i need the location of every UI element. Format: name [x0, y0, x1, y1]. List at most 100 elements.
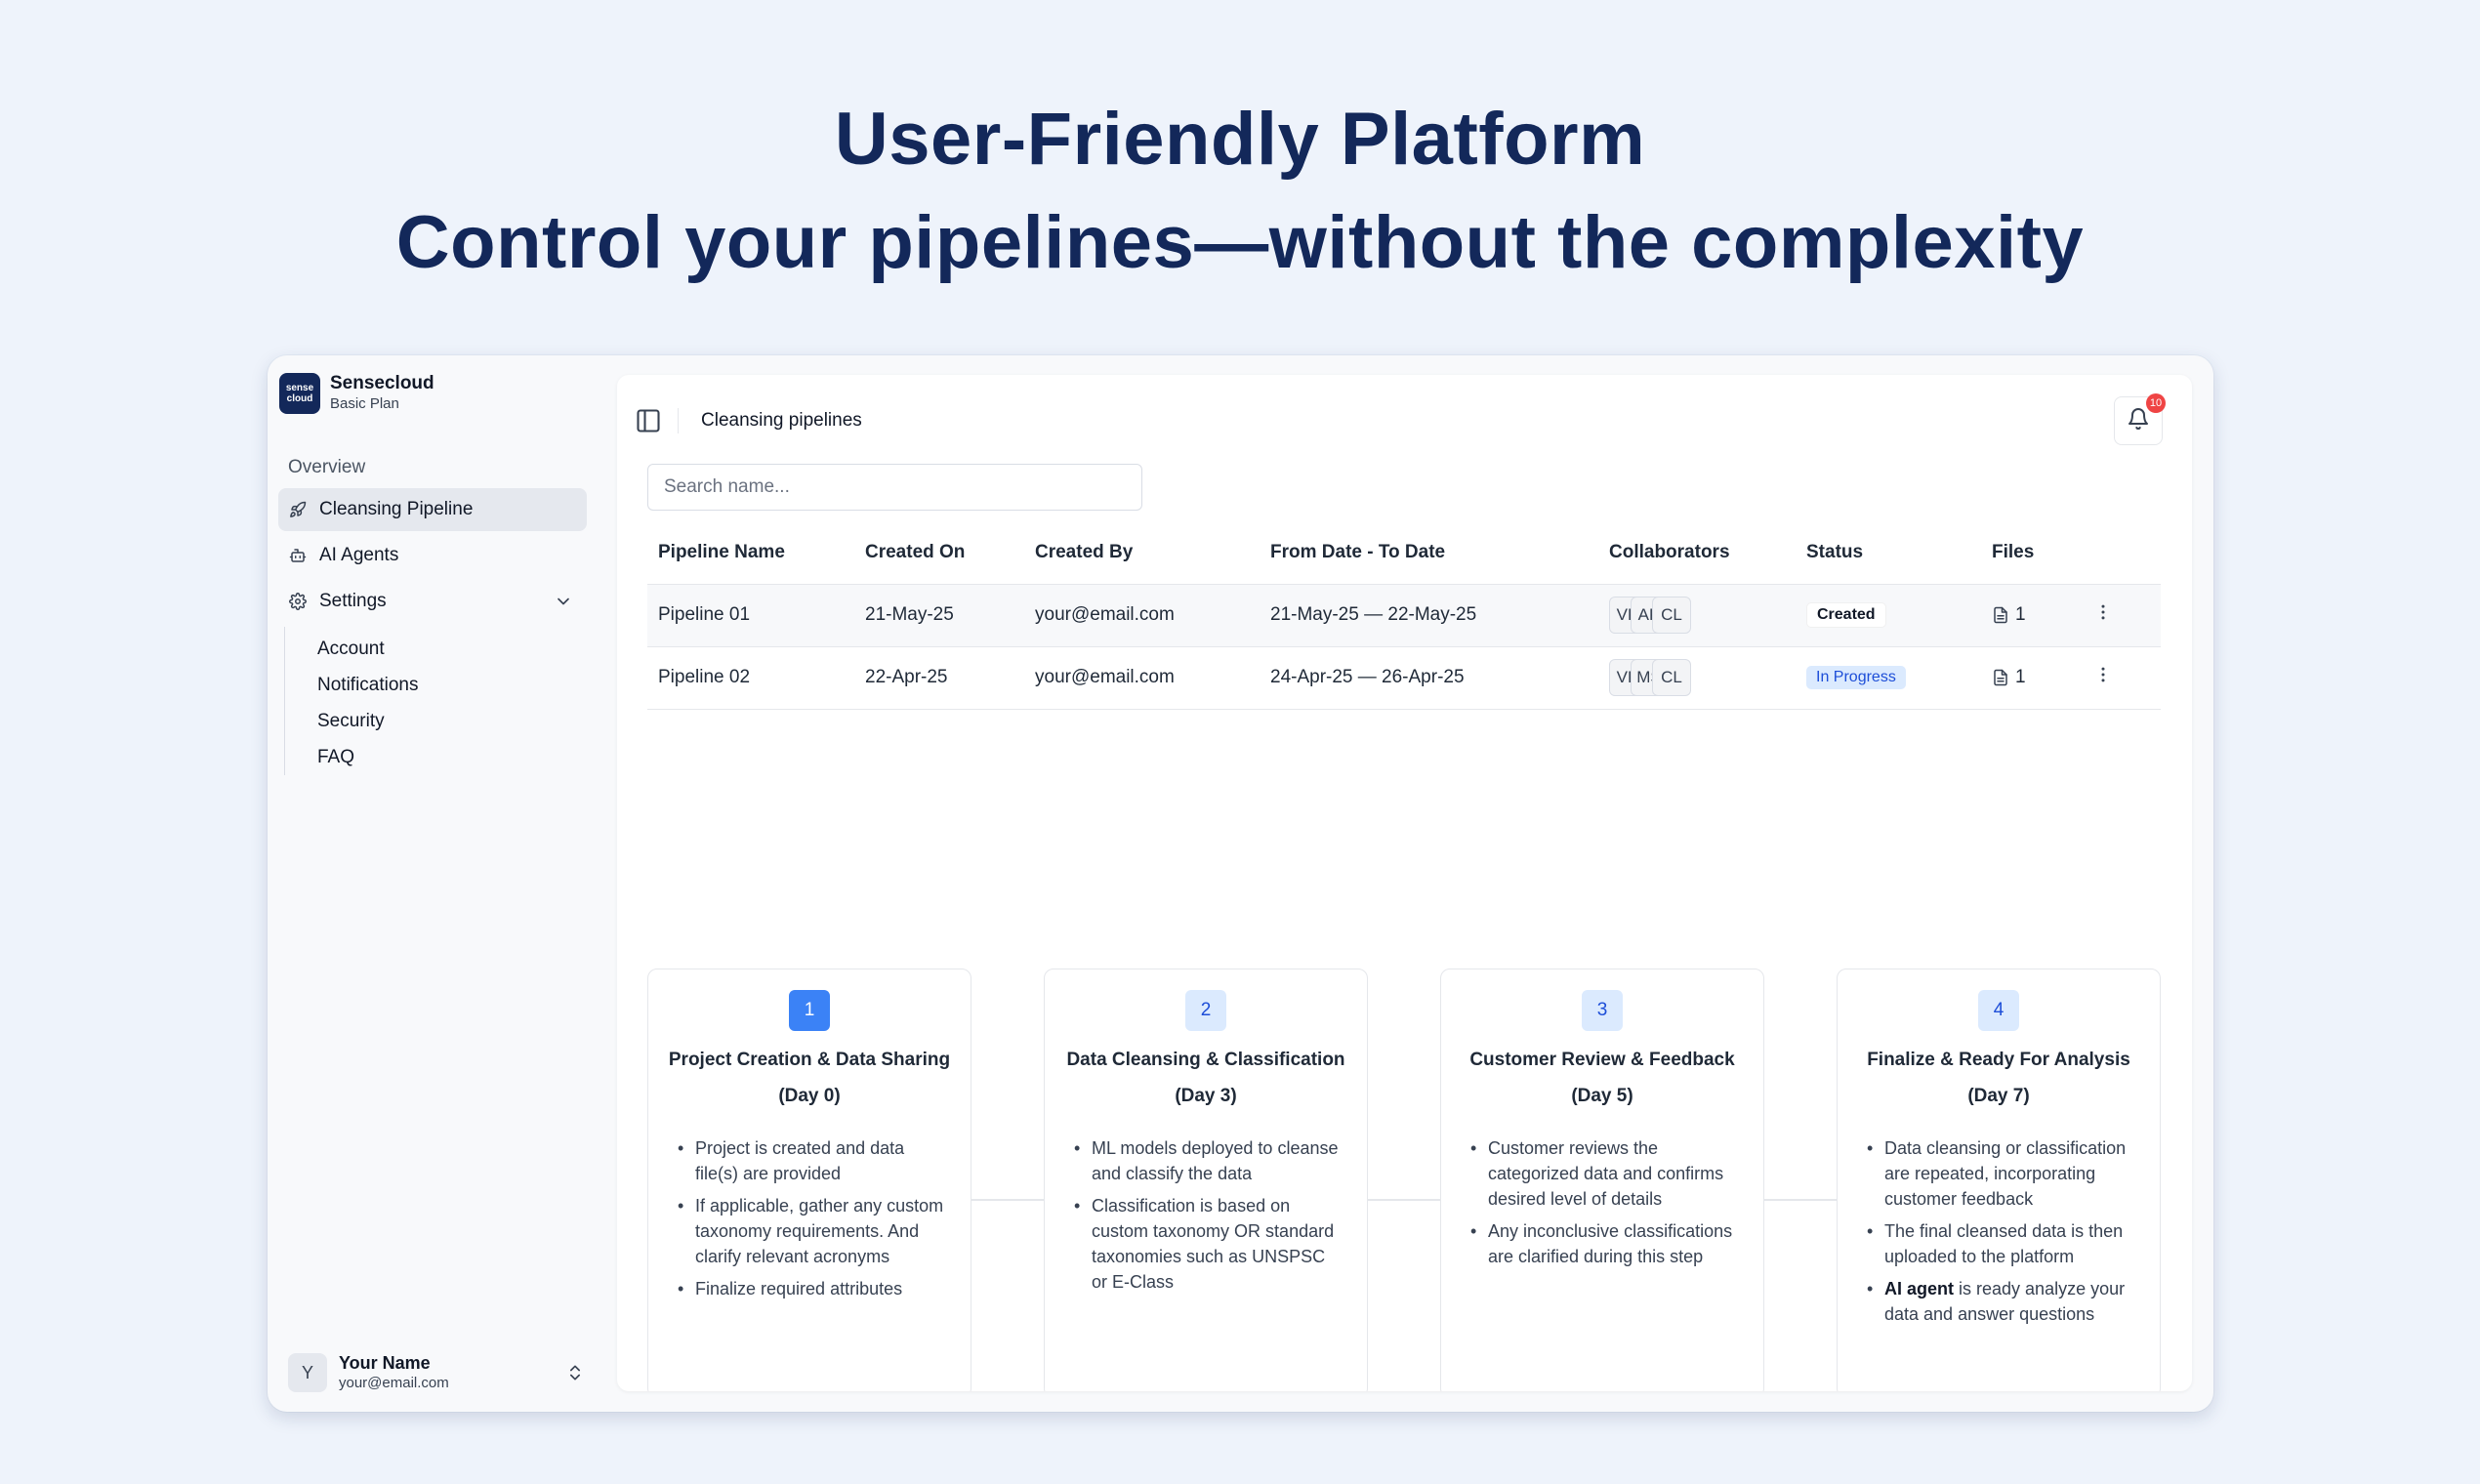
sidebar-toggle-icon[interactable] [635, 407, 662, 434]
search-input[interactable] [647, 464, 1142, 511]
user-name: Your Name [339, 1353, 431, 1373]
cell-created-by: your@email.com [1024, 584, 1260, 647]
breadcrumb: Cleansing pipelines [701, 410, 862, 431]
step-day: (Day 7) [1967, 1086, 2030, 1106]
user-menu[interactable]: Y Your Name your@email.com [288, 1349, 591, 1396]
cell-actions [2083, 584, 2161, 647]
step-bullets: Data cleansing or classification are rep… [1867, 1135, 2136, 1334]
sidebar-item-ai-agents[interactable]: AI Agents [278, 534, 587, 577]
step-bullet: ML models deployed to cleanse and classi… [1074, 1135, 1343, 1186]
subnav-item-notifications[interactable]: Notifications [317, 675, 419, 695]
sidebar-item-label: AI Agents [319, 545, 399, 565]
status-badge: Created [1806, 602, 1886, 628]
step-bullet: Project is created and data file(s) are … [678, 1135, 947, 1186]
col-header-actions [2083, 521, 2161, 585]
step-bullets: Project is created and data file(s) are … [678, 1135, 947, 1308]
nav-group-label: Overview [288, 457, 366, 477]
cell-pipeline-name: Pipeline 01 [647, 584, 854, 647]
step-title: Data Cleansing & Classification (Day 3) [1054, 1042, 1357, 1114]
sidebar-item-cleansing-pipeline[interactable]: Cleansing Pipeline [278, 488, 587, 531]
notification-count-badge: 10 [2146, 393, 2166, 413]
cell-date-range: 21-May-25 — 22-May-25 [1260, 584, 1598, 647]
hero-title: User-Friendly Platform [834, 98, 1646, 181]
step-bullet: Classification is based on custom taxono… [1074, 1193, 1343, 1295]
step-bullet-emphasis: AI agent [1884, 1279, 1955, 1298]
step-day: (Day 0) [778, 1086, 841, 1106]
table-row[interactable]: Pipeline 01 21-May-25 your@email.com 21-… [647, 584, 2161, 647]
step-number: 4 [1978, 990, 2019, 1031]
topbar-divider [678, 408, 679, 433]
step-bullet: Customer reviews the categorized data an… [1470, 1135, 1740, 1212]
cell-collaborators: VK MS CL [1598, 646, 1796, 710]
col-header-date-range[interactable]: From Date - To Date [1260, 521, 1598, 585]
step-title-text: Data Cleansing & Classification [1066, 1050, 1345, 1070]
sidebar-item-label: Settings [319, 591, 387, 611]
col-header-files[interactable]: Files [1981, 521, 2083, 585]
step-bullet: Any inconclusive classifications are cla… [1470, 1218, 1740, 1269]
step-number: 2 [1185, 990, 1226, 1031]
subnav-item-security[interactable]: Security [317, 711, 385, 731]
col-header-collaborators[interactable]: Collaborators [1598, 521, 1796, 585]
cell-status: Created [1796, 584, 1981, 647]
cell-pipeline-name: Pipeline 02 [647, 646, 854, 710]
brand[interactable]: sense cloud Sensecloud Basic Plan [279, 373, 434, 414]
col-header-created-on[interactable]: Created On [854, 521, 1024, 585]
col-header-status[interactable]: Status [1796, 521, 1981, 585]
gear-icon [288, 592, 308, 611]
notifications-button[interactable]: 10 [2114, 393, 2166, 445]
logo-text-top: sense [285, 383, 314, 393]
cell-actions [2083, 646, 2161, 710]
cell-files: 1 [1981, 646, 2083, 710]
step-day: (Day 3) [1175, 1086, 1237, 1106]
cell-collaborators: VK AK CL [1598, 584, 1796, 647]
bot-icon [288, 546, 308, 565]
app-window: sense cloud Sensecloud Basic Plan Overvi… [268, 355, 2213, 1412]
step-bullet: Data cleansing or classification are rep… [1867, 1135, 2136, 1212]
collaborator-avatar[interactable]: CL [1652, 659, 1691, 696]
process-steps: 1 Project Creation & Data Sharing (Day 0… [647, 969, 2161, 1391]
step-number: 1 [789, 990, 830, 1031]
step-bullets: ML models deployed to cleanse and classi… [1074, 1135, 1343, 1301]
file-count: 1 [2015, 667, 2026, 687]
cell-date-range: 24-Apr-25 — 26-Apr-25 [1260, 646, 1598, 710]
file-icon [1994, 669, 2007, 686]
bell-icon [2127, 407, 2150, 435]
cell-status: In Progress [1796, 646, 1981, 710]
chevrons-up-down-icon[interactable] [565, 1363, 585, 1382]
table-row[interactable]: Pipeline 02 22-Apr-25 your@email.com 24-… [647, 646, 2161, 710]
col-header-created-by[interactable]: Created By [1024, 521, 1260, 585]
settings-subnav: Account Notifications Security FAQ [284, 627, 499, 775]
more-vertical-icon[interactable] [2093, 665, 2113, 684]
subnav-item-faq[interactable]: FAQ [317, 747, 355, 767]
topbar: Cleansing pipelines 10 [617, 375, 2192, 463]
subnav-item-account[interactable]: Account [317, 639, 385, 659]
step-card-4: 4 Finalize & Ready For Analysis (Day 7) … [1837, 969, 2161, 1391]
hero: User-Friendly Platform Control your pipe… [0, 96, 2480, 287]
cell-created-by: your@email.com [1024, 646, 1260, 710]
step-title-text: Finalize & Ready For Analysis [1867, 1050, 2130, 1070]
step-bullet: The final cleansed data is then uploaded… [1867, 1218, 2136, 1269]
brand-logo: sense cloud [279, 373, 320, 414]
collaborator-avatar[interactable]: CL [1652, 597, 1691, 634]
step-connector [971, 1199, 1044, 1201]
step-bullet-rest: is ready analyze your data and answer qu… [1884, 1279, 2126, 1324]
step-title: Project Creation & Data Sharing (Day 0) [658, 1042, 961, 1114]
step-bullet: AI agent is ready analyze your data and … [1867, 1276, 2136, 1327]
step-number: 3 [1582, 990, 1623, 1031]
table-header-row: Pipeline Name Created On Created By From… [647, 521, 2161, 585]
step-bullet: Finalize required attributes [678, 1276, 947, 1301]
step-connector [1764, 1199, 1837, 1201]
file-count: 1 [2015, 604, 2026, 625]
chevron-down-icon[interactable] [554, 592, 573, 611]
pipelines-table: Pipeline Name Created On Created By From… [647, 521, 2161, 710]
step-day: (Day 5) [1571, 1086, 1633, 1106]
col-header-pipeline-name[interactable]: Pipeline Name [647, 521, 854, 585]
more-vertical-icon[interactable] [2093, 602, 2113, 622]
step-title-text: Customer Review & Feedback [1469, 1050, 1735, 1070]
rocket-icon [288, 500, 308, 519]
hero-subtitle: Control your pipelines—without the compl… [395, 201, 2085, 284]
brand-name: Sensecloud [330, 373, 434, 393]
sidebar-item-settings[interactable]: Settings [278, 580, 587, 623]
brand-plan: Basic Plan [330, 395, 399, 412]
status-badge: In Progress [1806, 666, 1906, 689]
